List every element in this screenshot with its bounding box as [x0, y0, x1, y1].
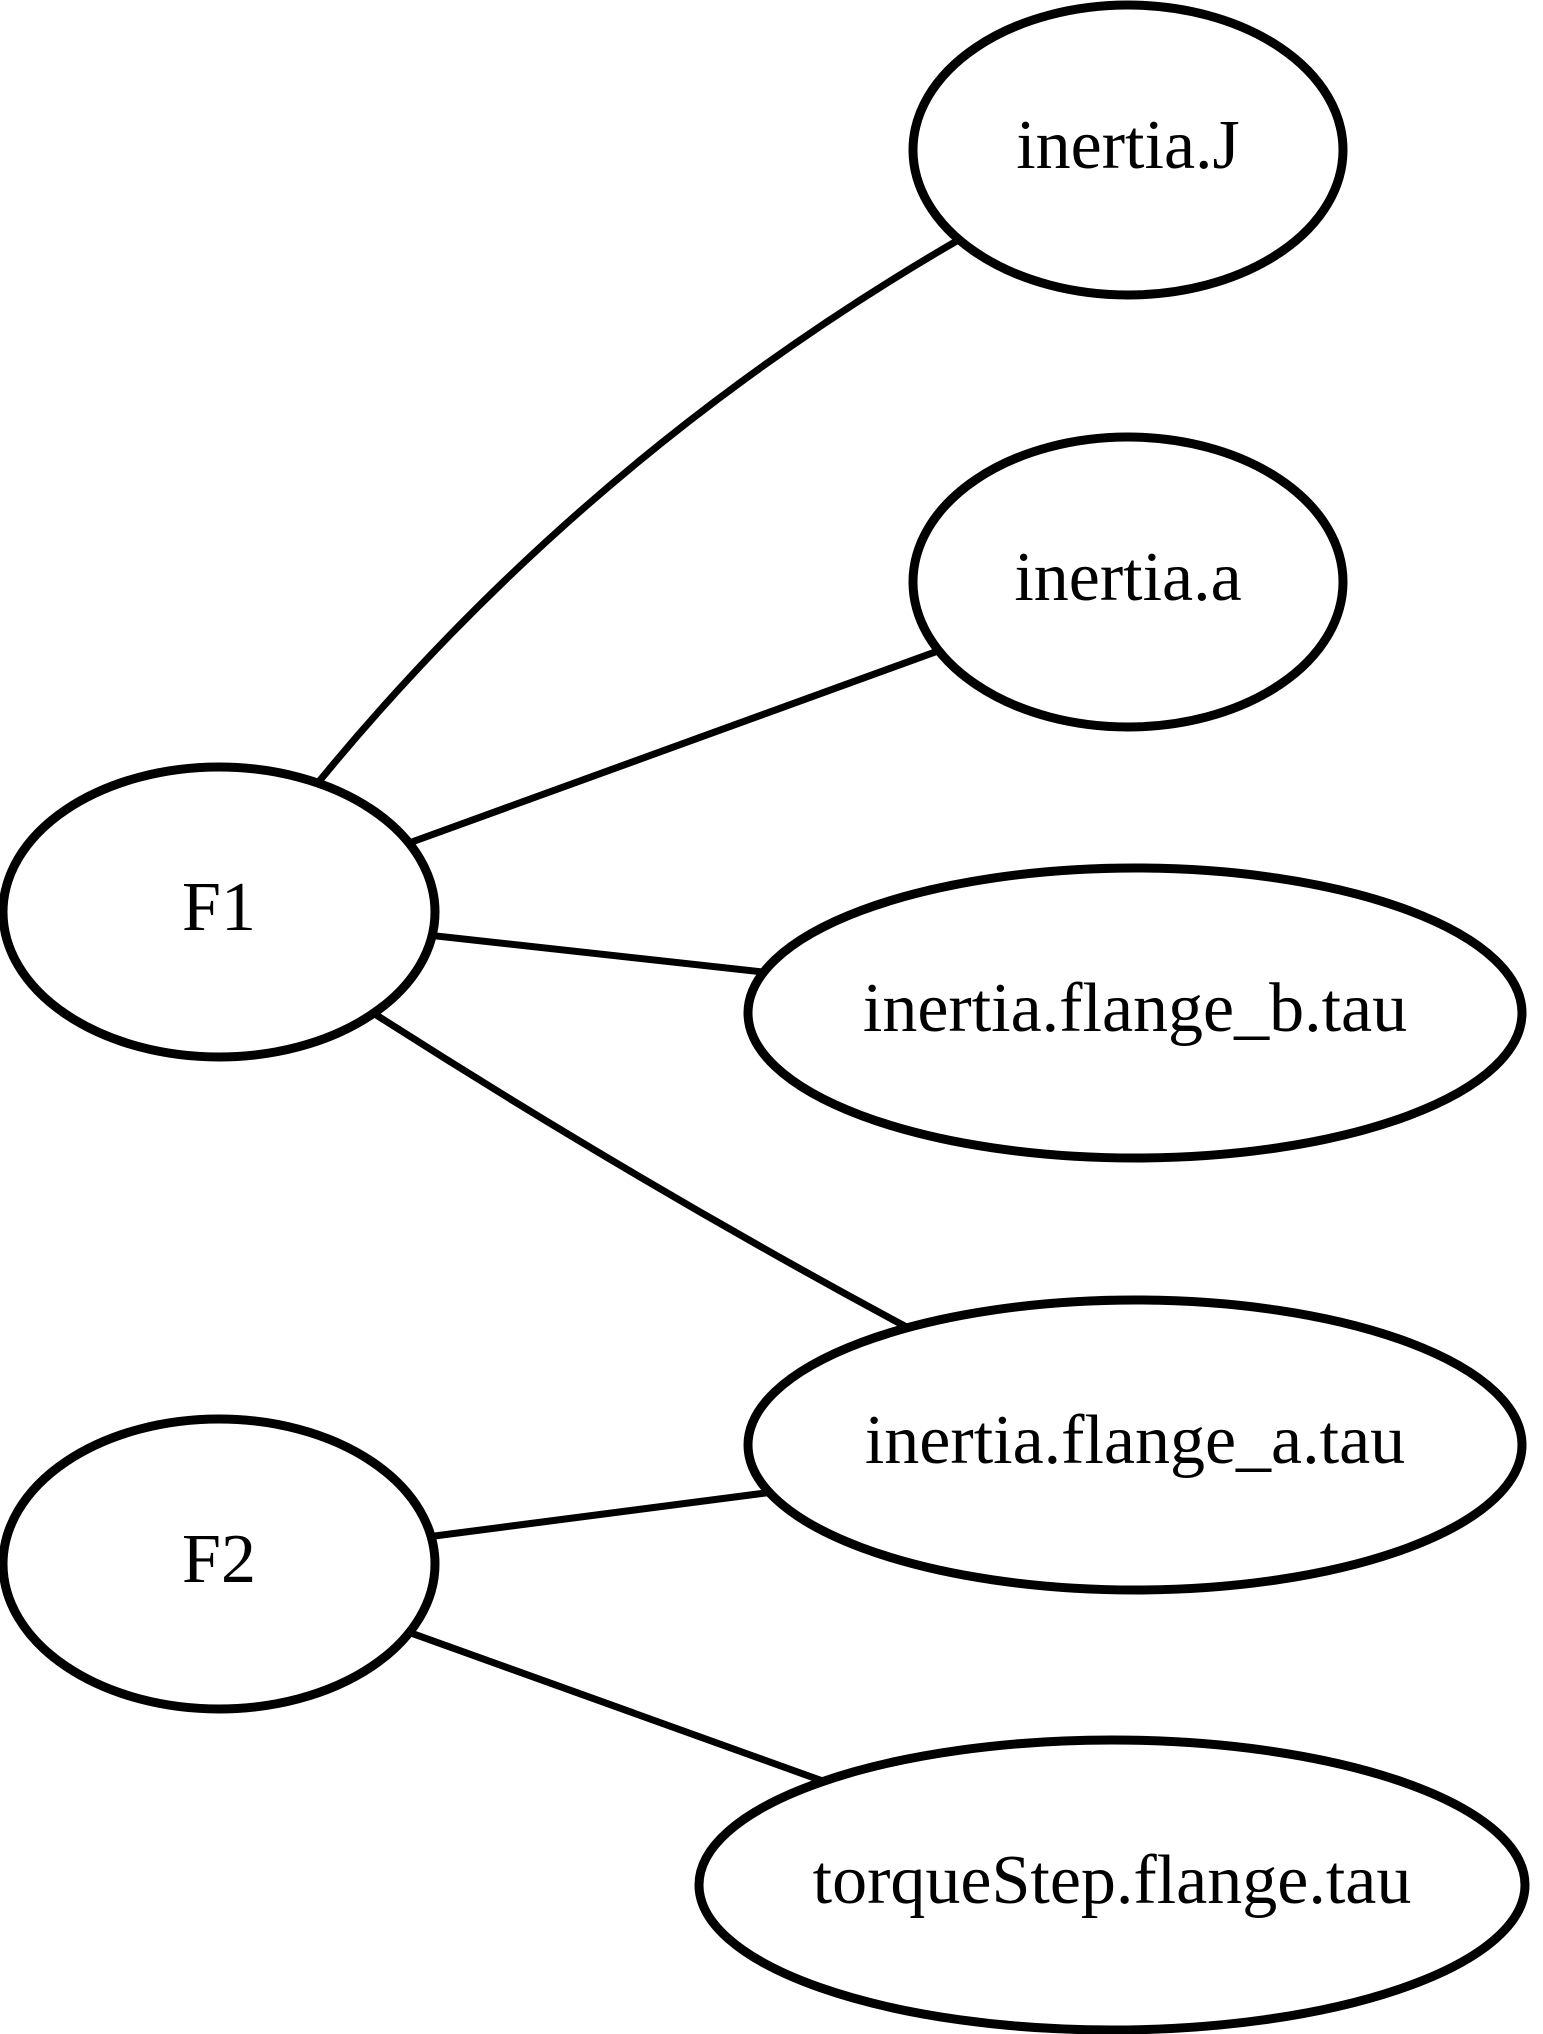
node-label-inertia-flange_a-tau: inertia.flange_a.tau [865, 1402, 1405, 1479]
node-ellipse-inertia-flange_a-tau [743, 1295, 1527, 1595]
node-ellipse-inertia-J [908, 0, 1348, 300]
node-inertia-flange_b-tau: inertia.flange_b.tau [743, 863, 1527, 1163]
node-inertia-a: inertia.a [908, 432, 1348, 732]
node-ellipse-inertia-flange_b-tau [743, 863, 1527, 1163]
node-label-inertia-a: inertia.a [1014, 539, 1241, 616]
node-ellipse-torqueStep-flange-tau [694, 1735, 1530, 2034]
node-inertia-J: inertia.J [908, 0, 1348, 300]
node-label-inertia-flange_b-tau: inertia.flange_b.tau [863, 970, 1407, 1047]
node-label-F2: F2 [182, 1521, 256, 1598]
node-label-F1: F1 [182, 869, 256, 946]
node-ellipse-inertia-a [908, 432, 1348, 732]
node-inertia-flange_a-tau: inertia.flange_a.tau [743, 1295, 1527, 1595]
node-label-torqueStep-flange-tau: torqueStep.flange.tau [813, 1842, 1412, 1919]
node-label-inertia-J: inertia.J [1016, 107, 1240, 184]
node-torqueStep-flange-tau: torqueStep.flange.tau [694, 1735, 1530, 2034]
node-F1: F1 [0, 762, 440, 1062]
node-ellipse-F1 [0, 762, 440, 1062]
node-ellipse-F2 [0, 1414, 440, 1714]
node-F2: F2 [0, 1414, 440, 1714]
